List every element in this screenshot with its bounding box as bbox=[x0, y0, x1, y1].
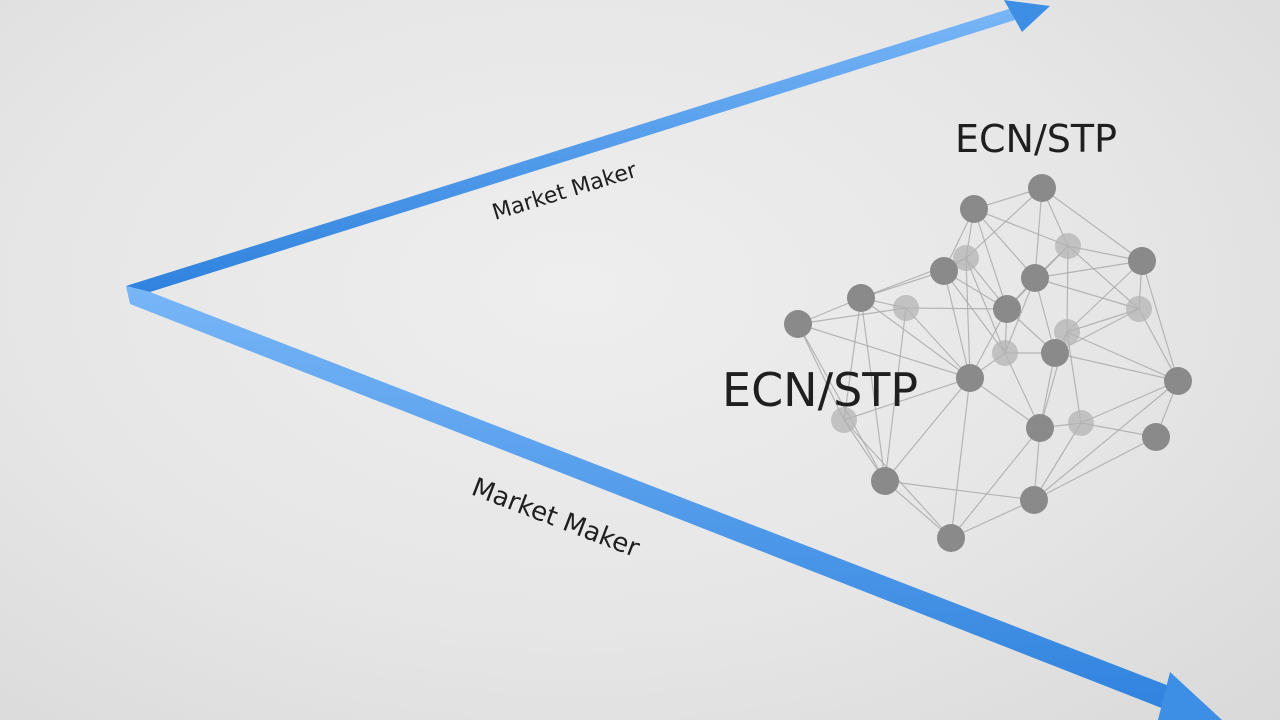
network-edge bbox=[797, 323, 845, 421]
network-edge bbox=[965, 257, 971, 379]
network-edge bbox=[860, 270, 945, 299]
network-edge bbox=[884, 377, 971, 482]
network-edge bbox=[943, 270, 971, 379]
network-node bbox=[893, 295, 919, 321]
network-edge bbox=[797, 323, 886, 482]
network-edge bbox=[843, 297, 862, 421]
network-node bbox=[1128, 247, 1156, 275]
network-node bbox=[953, 245, 979, 271]
network-edge bbox=[797, 323, 971, 379]
network-front-label: ECN/STP bbox=[722, 363, 918, 417]
network-edge bbox=[973, 208, 1036, 279]
network-edge bbox=[1141, 260, 1179, 382]
network-node bbox=[992, 340, 1018, 366]
network-edge bbox=[1066, 245, 1069, 333]
network-node bbox=[831, 407, 857, 433]
network-edge bbox=[884, 480, 1035, 501]
network-edge bbox=[1033, 422, 1082, 501]
network-node bbox=[871, 467, 899, 495]
network-edge bbox=[905, 307, 1008, 310]
network-node bbox=[1020, 486, 1048, 514]
network-top-label: ECN/STP bbox=[955, 117, 1117, 161]
network-edge bbox=[1033, 380, 1179, 501]
network-node bbox=[937, 524, 965, 552]
upper-arrow-head bbox=[1004, 0, 1050, 32]
network-edge bbox=[950, 377, 971, 539]
network-node bbox=[1026, 414, 1054, 442]
network-edge bbox=[1033, 436, 1157, 501]
network-edge bbox=[969, 377, 1041, 429]
network-node bbox=[960, 195, 988, 223]
upper-arrow-body bbox=[126, 8, 1015, 292]
network-edge bbox=[1080, 380, 1179, 424]
lower-arrow bbox=[126, 286, 1222, 720]
network-edge bbox=[860, 297, 971, 379]
network-node bbox=[1164, 367, 1192, 395]
network-node bbox=[1068, 410, 1094, 436]
network-edge bbox=[860, 297, 886, 482]
network-node bbox=[1142, 423, 1170, 451]
network-graph bbox=[784, 174, 1192, 552]
network-edge bbox=[973, 208, 1069, 247]
network-edge bbox=[1067, 245, 1140, 310]
upper-arrow bbox=[126, 0, 1050, 292]
network-node bbox=[930, 257, 958, 285]
lower-arrow-head bbox=[1158, 672, 1222, 720]
network-node bbox=[1041, 339, 1069, 367]
network-node bbox=[1054, 319, 1080, 345]
network-edge bbox=[950, 427, 1041, 539]
network-edge bbox=[943, 270, 1006, 354]
network-node bbox=[784, 310, 812, 338]
network-node bbox=[1055, 233, 1081, 259]
network-node bbox=[847, 284, 875, 312]
network-edge bbox=[797, 307, 907, 325]
network-node bbox=[956, 364, 984, 392]
network-edge bbox=[1041, 187, 1143, 262]
network-edge bbox=[1054, 352, 1179, 382]
network-node bbox=[1021, 264, 1049, 292]
network-node bbox=[1126, 296, 1152, 322]
network-edge bbox=[1034, 187, 1043, 279]
network-edge bbox=[1034, 260, 1143, 279]
network-edge bbox=[950, 499, 1035, 539]
network-edge bbox=[884, 480, 952, 539]
lower-arrow-body bbox=[126, 286, 1190, 716]
network-edge bbox=[1066, 331, 1082, 424]
network-edge bbox=[965, 257, 1006, 354]
network-edge bbox=[973, 208, 1008, 310]
network-edge bbox=[1034, 277, 1140, 310]
network-edge bbox=[965, 187, 1043, 259]
network-node bbox=[1028, 174, 1056, 202]
network-edge bbox=[1066, 331, 1179, 382]
network-edge bbox=[884, 307, 907, 482]
network-edge bbox=[843, 377, 971, 421]
network-node bbox=[993, 295, 1021, 323]
network-edge bbox=[905, 307, 971, 379]
network-edge bbox=[1066, 260, 1143, 333]
